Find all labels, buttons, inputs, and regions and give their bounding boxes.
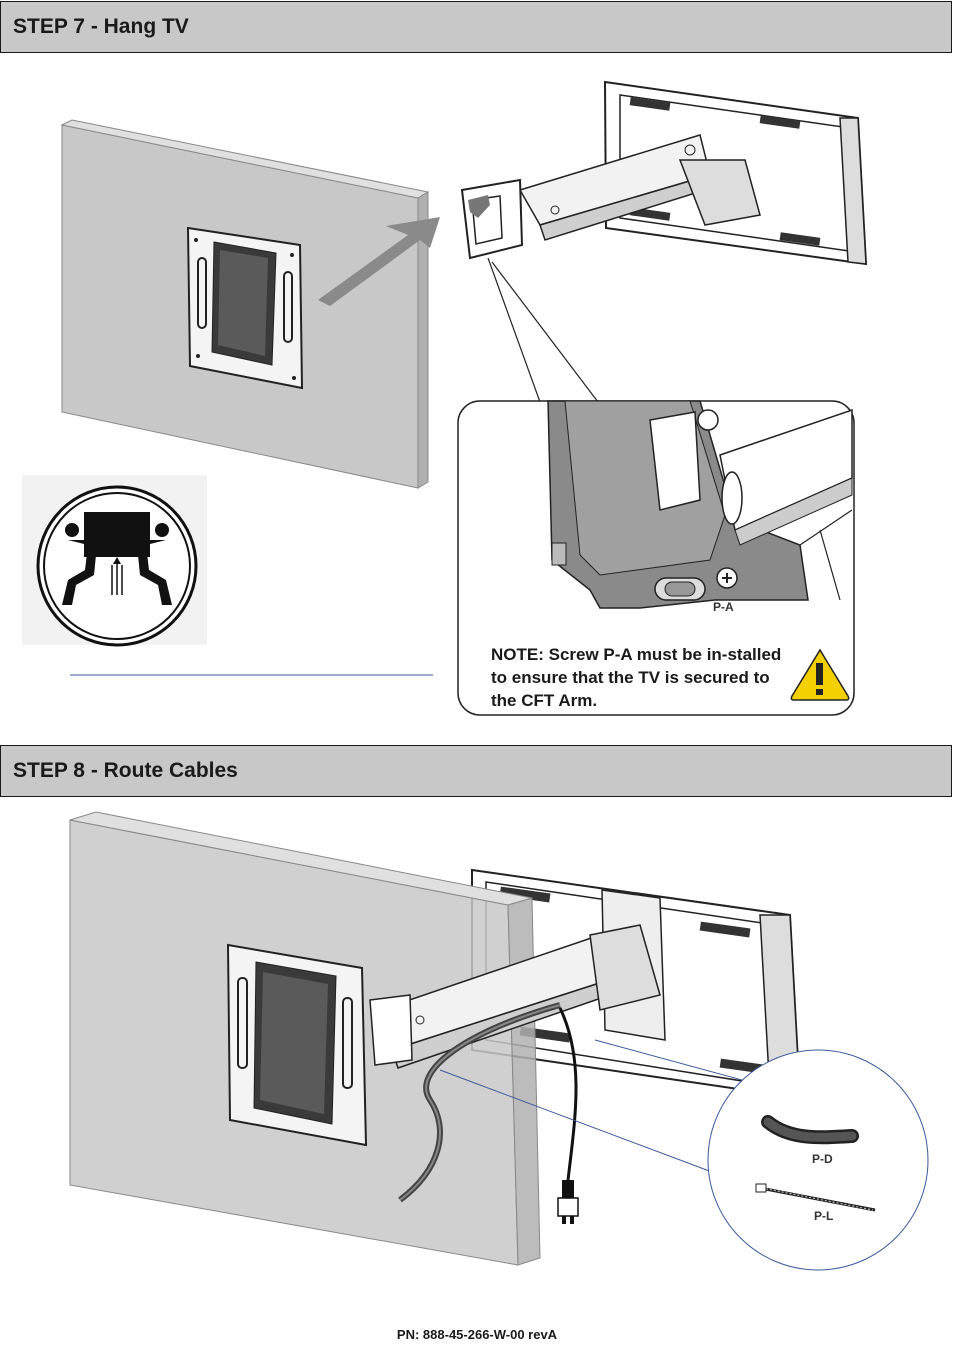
- arm-step8: [369, 924, 661, 1069]
- arm-step7: [460, 134, 761, 260]
- hang-arrow: [318, 217, 440, 306]
- wall-plate-step8: [226, 943, 368, 1147]
- cables: [398, 1002, 579, 1224]
- step7-illustration: [22, 80, 868, 716]
- wall-plate-step7: [186, 226, 304, 390]
- wall-step8: [69, 811, 541, 1266]
- detail-callout-box: [457, 400, 855, 716]
- step8-title: STEP 8 - Route Cables: [13, 759, 238, 782]
- p-d-label: P-D: [812, 1152, 833, 1166]
- step8-header: STEP 8 - Route Cables: [0, 745, 952, 797]
- step7-title: STEP 7 - Hang TV: [13, 15, 189, 38]
- p-l-label: P-L: [814, 1209, 834, 1223]
- p-a-label: P-A: [713, 600, 734, 614]
- two-person-lift-icon: [22, 475, 207, 647]
- screw-note: NOTE: Screw P-A must be in-stalled to en…: [491, 645, 782, 710]
- step7-header: STEP 7 - Hang TV: [0, 1, 952, 53]
- part-number: PN: 888-45-266-W-00 revA: [396, 1327, 558, 1342]
- warning-triangle-icon: [790, 648, 850, 701]
- tv-bracket-step8: [471, 868, 802, 1100]
